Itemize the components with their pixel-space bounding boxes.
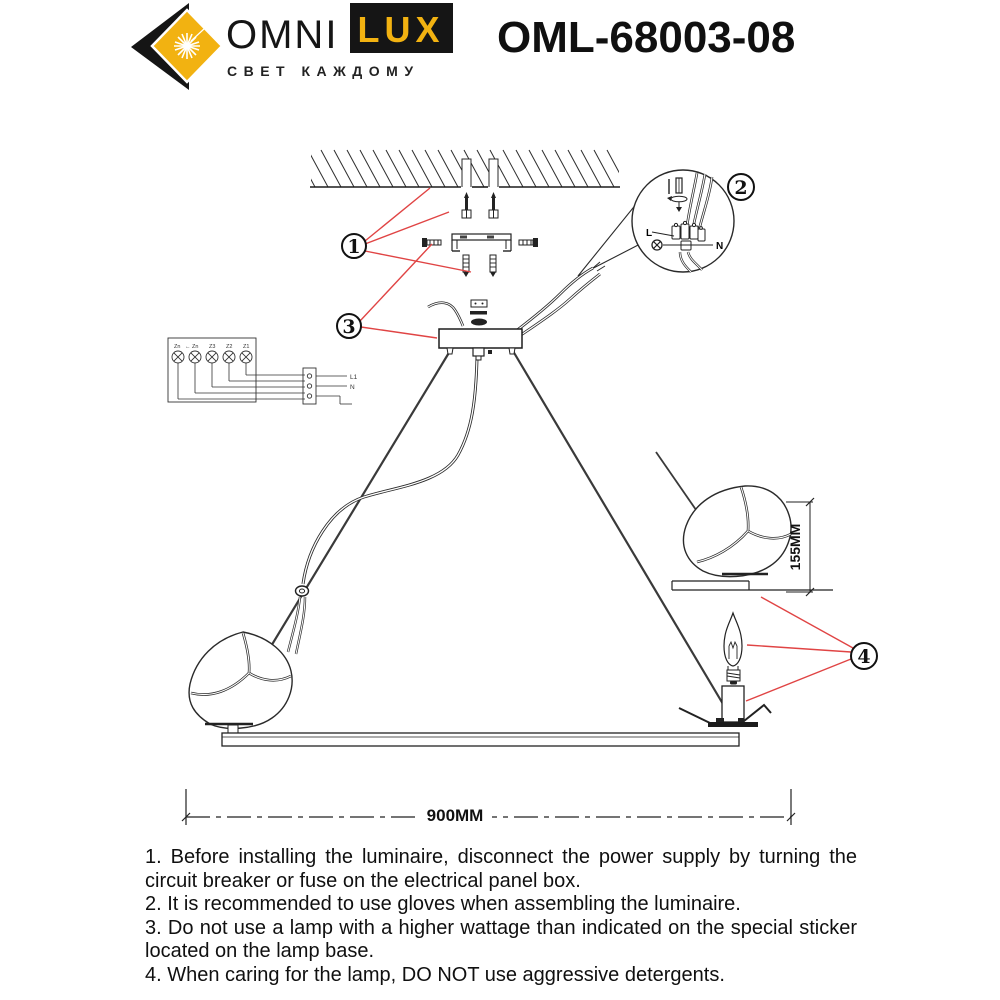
- wiring-detail-view: L N: [577, 169, 735, 277]
- detail-shade-seams: [696, 486, 792, 564]
- detail-shade: [682, 485, 792, 578]
- model-number: OML-68003-08: [497, 13, 796, 62]
- svg-text:Zn: Zn: [192, 344, 198, 350]
- width-dimension-label: 900MM: [427, 806, 484, 825]
- schematic-l1-label: L1: [350, 374, 358, 381]
- callout-2-number: 2: [734, 177, 747, 199]
- callout-3-number: 3: [342, 316, 355, 338]
- instruction-4: 4. When caring for the lamp, DO NOT use …: [145, 963, 725, 986]
- instruction-1: 1. Before installing the luminaire, disc…: [145, 846, 857, 892]
- height-dimension: 155MM: [786, 497, 815, 597]
- brand-omni-text: OMNI: [226, 13, 338, 57]
- mounting-screws: [422, 238, 538, 247]
- logo-star-core: [184, 43, 190, 49]
- cord-ring-icon: [294, 585, 310, 597]
- socket-clip-left: [678, 707, 711, 724]
- svg-text:Z3: Z3: [209, 344, 215, 350]
- svg-text:Z1: Z1: [243, 344, 249, 350]
- ceiling-canopy: [427, 299, 523, 361]
- wiring-schematic: Zn ← Zn Z3 Z2 Z1 L1 N: [167, 337, 358, 405]
- live-label: L: [646, 228, 652, 239]
- ceiling-hole-left: [461, 158, 472, 187]
- mains-wires: [515, 261, 606, 337]
- mounting-bracket: [451, 233, 512, 252]
- socket-flange: [708, 722, 758, 727]
- instructions-block: 1. Before installing the luminaire, disc…: [145, 846, 857, 988]
- instruction-3: 3. Do not use a lamp with a higher watta…: [145, 916, 857, 963]
- callout-4: 4: [850, 642, 878, 670]
- canopy-body: [438, 328, 523, 349]
- schematic-terminal-block: [302, 367, 317, 405]
- nut-icon: [471, 318, 487, 326]
- screwdriver-icon: [667, 177, 688, 212]
- terminal-blocks-icon: [671, 220, 706, 251]
- cord-gland-icon: [472, 347, 485, 357]
- brand-logo: OMNI LUX СВЕТ КАЖДОМУ: [131, 3, 453, 90]
- lamp-symbols: [171, 350, 253, 364]
- cord-grip-icon: [470, 299, 488, 308]
- suspension-cable-right: [512, 350, 724, 705]
- left-shade: [188, 631, 293, 734]
- shade-detail-view: 155MM: [655, 451, 833, 597]
- anchor-bolt-icon: [461, 192, 472, 219]
- schematic-wires: [177, 363, 352, 405]
- socket-body: [721, 685, 745, 723]
- svg-text:Zn: Zn: [174, 344, 180, 350]
- socket-clip-right: [743, 703, 772, 722]
- wall-plugs: [462, 254, 497, 277]
- wall-plug-icon: [489, 254, 497, 277]
- schematic-n-label: N: [350, 384, 355, 391]
- suspension-cable-left: [258, 350, 451, 667]
- ceiling-hole-right: [488, 158, 499, 187]
- right-socket: [678, 685, 772, 727]
- shade-seams: [190, 632, 292, 696]
- wall-plug-icon: [462, 254, 470, 277]
- callout-1-number: 1: [347, 236, 360, 258]
- screw-icon: [422, 238, 442, 247]
- logo-mark: [131, 3, 224, 90]
- brand-tagline: СВЕТ КАЖДОМУ: [227, 63, 420, 79]
- callout-4-number: 4: [857, 646, 870, 668]
- svg-text:←: ←: [185, 344, 191, 350]
- callout-1: 1: [341, 233, 367, 259]
- ground-screw-icon: [651, 239, 663, 251]
- ceiling-hatch: [310, 149, 620, 188]
- callout-2: 2: [727, 173, 755, 201]
- callout-leader-lines: [359, 187, 854, 702]
- svg-text:Z2: Z2: [226, 344, 232, 350]
- lamp-bar: [221, 732, 740, 747]
- detail-bar: [671, 580, 833, 591]
- screw-icon: [518, 238, 538, 247]
- anchor-bolts: [461, 192, 499, 219]
- lamp-labels: Zn ← Zn Z3 Z2 Z1: [174, 344, 249, 350]
- detail-wires: [678, 172, 714, 273]
- instruction-2: 2. It is recommended to use gloves when …: [145, 893, 741, 916]
- anchor-bolt-icon: [488, 192, 499, 219]
- brand-lux-text: LUX: [358, 9, 445, 50]
- height-dimension-label: 155MM: [787, 524, 803, 571]
- washer-icon: [470, 311, 487, 315]
- candle-bulb-icon: [723, 611, 743, 685]
- lux-box: [350, 3, 453, 53]
- callout-3: 3: [336, 313, 362, 339]
- width-dimension: 900MM: [181, 789, 796, 825]
- neutral-label: N: [716, 241, 723, 252]
- power-cord: [286, 356, 479, 655]
